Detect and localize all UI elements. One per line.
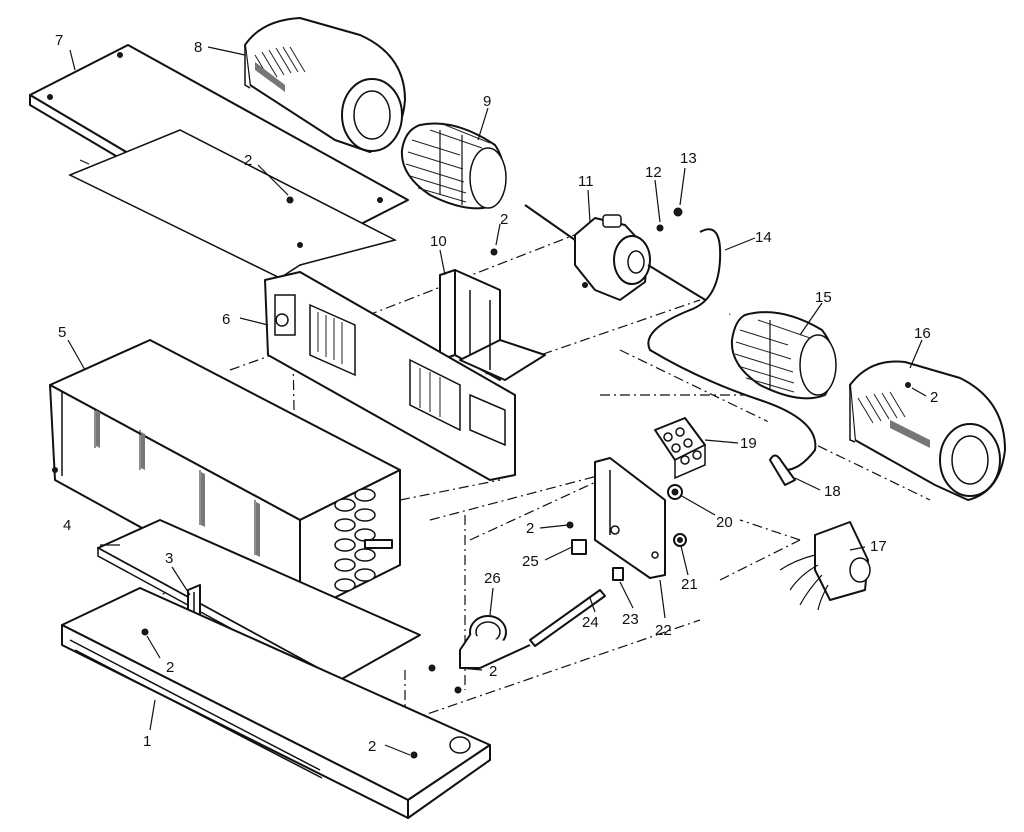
callout-5: 5 xyxy=(58,324,66,341)
control-bracket xyxy=(594,457,666,579)
terminal-block xyxy=(654,417,706,480)
callout-numbers: 1 2 2 2 2 2 2 2 3 4 5 6 7 8 9 10 11 12 1… xyxy=(55,32,938,755)
callout-6: 6 xyxy=(222,311,230,328)
clip-23 xyxy=(612,567,624,581)
callout-11: 11 xyxy=(578,173,594,190)
blower-housing-upper xyxy=(244,17,406,153)
callout-17: 17 xyxy=(870,538,887,555)
callout-13: 13 xyxy=(680,150,697,167)
plug-connector xyxy=(769,454,796,486)
callout-21: 21 xyxy=(681,576,698,593)
callout-2-housing: 2 xyxy=(930,389,938,406)
blower-wheel-lower xyxy=(730,311,837,400)
callout-26: 26 xyxy=(484,570,501,587)
callout-2-base-left: 2 xyxy=(166,659,174,676)
blower-housing-lower xyxy=(849,360,1006,501)
callout-24: 24 xyxy=(582,614,599,631)
callout-2-top-cover: 2 xyxy=(244,152,252,169)
callout-7: 7 xyxy=(55,32,63,49)
callout-9: 9 xyxy=(483,93,491,110)
callout-15: 15 xyxy=(815,289,832,306)
blower-motor xyxy=(524,204,731,316)
blower-partition-panel xyxy=(264,271,516,481)
screws xyxy=(141,196,911,759)
callout-10: 10 xyxy=(430,233,447,250)
callout-16: 16 xyxy=(914,325,931,342)
clip-25 xyxy=(571,539,587,555)
callout-20: 20 xyxy=(716,514,733,531)
callout-8: 8 xyxy=(194,39,202,56)
callout-2-control: 2 xyxy=(526,520,534,537)
callout-2-bracket: 2 xyxy=(500,211,508,228)
callout-1: 1 xyxy=(143,733,151,750)
relay-transformer xyxy=(779,521,871,611)
callout-25: 25 xyxy=(522,553,539,570)
motor-mount-bracket xyxy=(439,269,546,381)
blower-wheel-upper xyxy=(400,122,507,210)
callout-18: 18 xyxy=(824,483,841,500)
sensor-bulb xyxy=(529,589,606,647)
coil-tube-bends xyxy=(334,488,393,592)
capillary-coil xyxy=(459,615,531,669)
callout-23: 23 xyxy=(622,611,639,628)
callout-14: 14 xyxy=(755,229,772,246)
callout-4: 4 xyxy=(63,517,71,534)
callout-2-base-mid: 2 xyxy=(489,663,497,680)
callout-19: 19 xyxy=(740,435,757,452)
base-pan xyxy=(61,587,491,819)
callout-22: 22 xyxy=(655,622,672,639)
switch-21 xyxy=(673,533,687,547)
leader-lines xyxy=(67,46,927,756)
callout-2-base-front: 2 xyxy=(368,738,376,755)
top-cover-panel xyxy=(29,44,409,279)
switch-20 xyxy=(667,484,683,500)
callout-12: 12 xyxy=(645,164,662,181)
callout-3: 3 xyxy=(165,550,173,567)
